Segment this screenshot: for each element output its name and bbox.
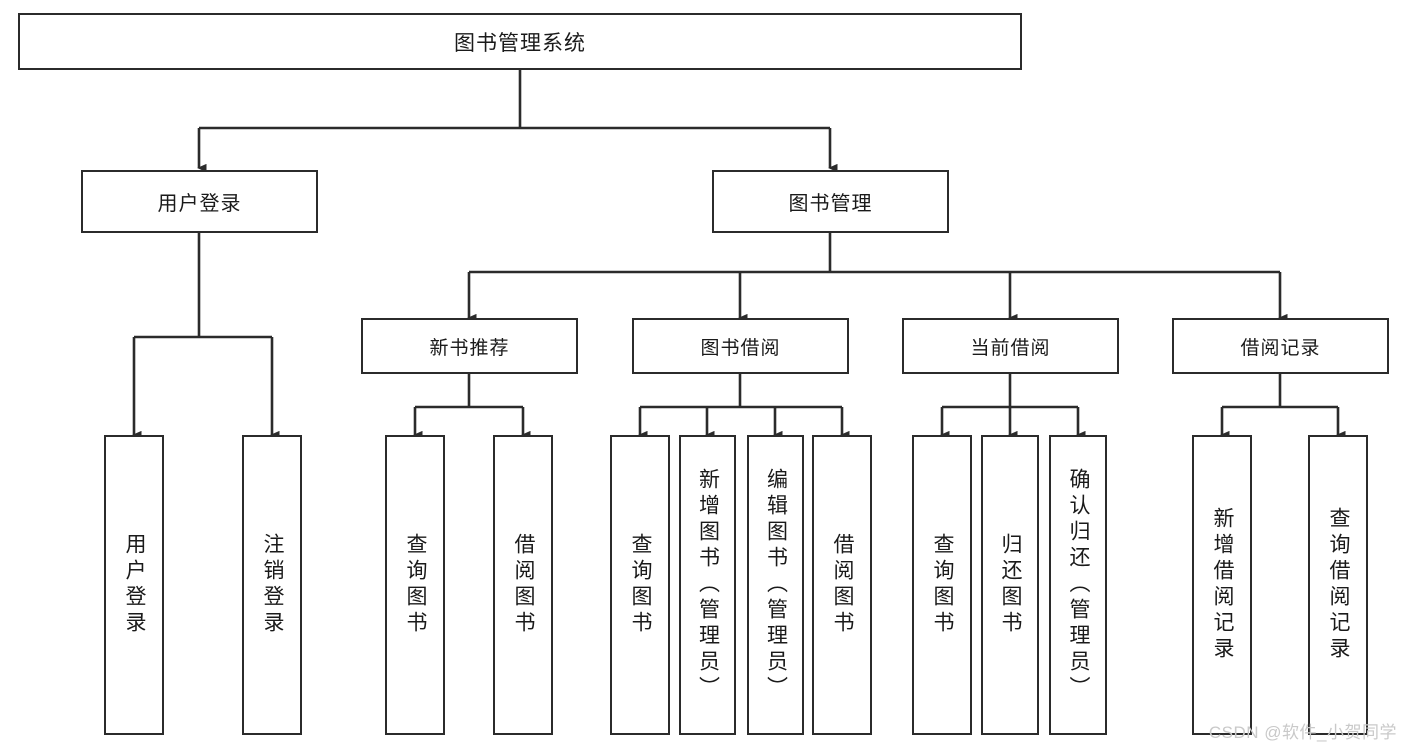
node-root-label: 图书管理系统	[454, 31, 586, 55]
node-book-manage[interactable]: 图书管理	[712, 170, 949, 233]
leaf-logout-login[interactable]: 注销登录	[242, 435, 302, 735]
leaf-confirm-return[interactable]: 确认归还（管理员）	[1049, 435, 1107, 735]
node-new-book-rec[interactable]: 新书推荐	[361, 318, 578, 374]
node-current-borrow-label: 当前借阅	[970, 337, 1051, 359]
node-root[interactable]: 图书管理系统	[18, 13, 1022, 70]
leaf-return-book[interactable]: 归还图书	[981, 435, 1039, 735]
leaf-user-login[interactable]: 用户登录	[104, 435, 164, 735]
csdn-watermark: CSDN @软件_小贺同学	[1208, 723, 1397, 742]
leaf-query-book-3[interactable]: 查询图书	[912, 435, 972, 735]
node-book-borrow[interactable]: 图书借阅	[632, 318, 849, 374]
leaf-borrow-book-2[interactable]: 借阅图书	[812, 435, 872, 735]
node-borrow-record-label: 借阅记录	[1240, 337, 1321, 359]
leaf-add-book[interactable]: 新增图书（管理员）	[679, 435, 736, 735]
leaf-borrow-book-1[interactable]: 借阅图书	[493, 435, 553, 735]
leaf-edit-book[interactable]: 编辑图书（管理员）	[747, 435, 804, 735]
node-book-borrow-label: 图书借阅	[700, 337, 781, 359]
leaf-query-book-2[interactable]: 查询图书	[610, 435, 670, 735]
node-current-borrow[interactable]: 当前借阅	[902, 318, 1119, 374]
leaf-query-book-1[interactable]: 查询图书	[385, 435, 445, 735]
leaf-add-record-label: 新增借阅记录	[1211, 507, 1235, 663]
leaf-query-record-label: 查询借阅记录	[1327, 507, 1351, 663]
leaf-edit-book-label: 编辑图书（管理员）	[764, 468, 788, 702]
node-book-manage-label: 图书管理	[788, 193, 873, 215]
leaf-query-book-1-label: 查询图书	[404, 533, 428, 637]
leaf-borrow-book-2-label: 借阅图书	[831, 533, 855, 637]
leaf-return-book-label: 归还图书	[999, 533, 1023, 637]
leaf-borrow-book-1-label: 借阅图书	[512, 533, 536, 637]
leaf-query-book-3-label: 查询图书	[931, 533, 955, 637]
leaf-add-book-label: 新增图书（管理员）	[696, 468, 720, 702]
leaf-confirm-return-label: 确认归还（管理员）	[1067, 468, 1091, 702]
leaf-user-login-label: 用户登录	[123, 533, 147, 637]
node-borrow-record[interactable]: 借阅记录	[1172, 318, 1389, 374]
leaf-add-record[interactable]: 新增借阅记录	[1192, 435, 1252, 735]
leaf-logout-login-label: 注销登录	[261, 533, 285, 637]
node-user-login-label: 用户登录	[157, 193, 242, 215]
node-user-login[interactable]: 用户登录	[81, 170, 318, 233]
leaf-query-record[interactable]: 查询借阅记录	[1308, 435, 1368, 735]
leaf-query-book-2-label: 查询图书	[629, 533, 653, 637]
node-new-book-rec-label: 新书推荐	[429, 337, 510, 359]
